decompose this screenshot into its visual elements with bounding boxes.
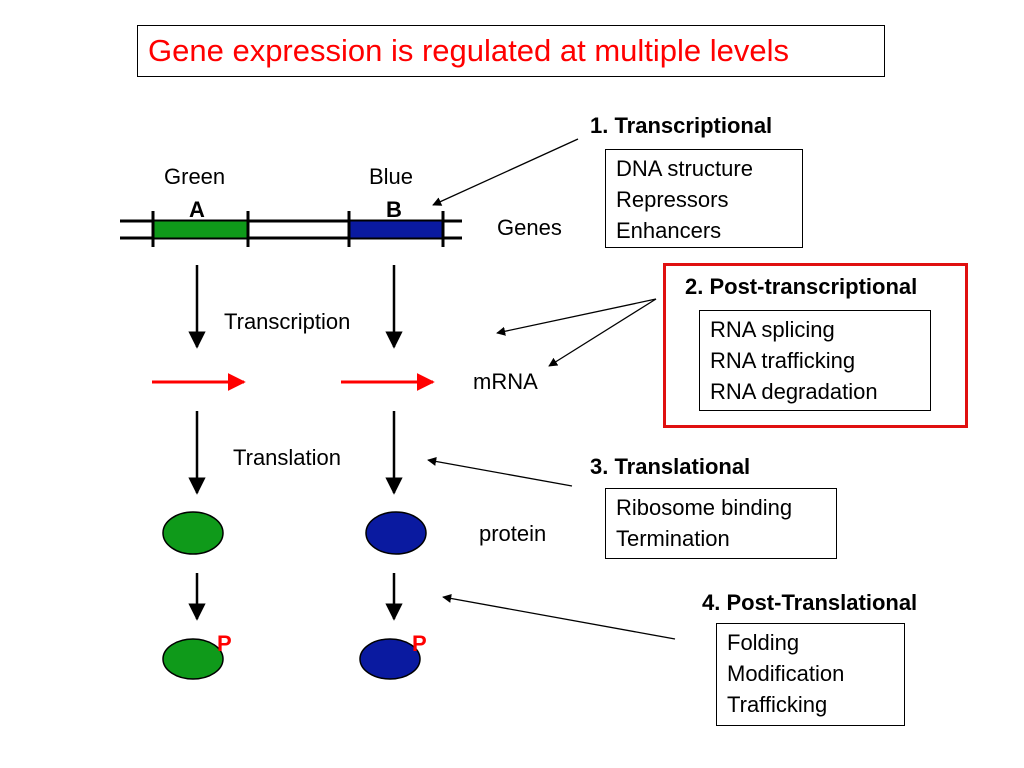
modified-protein-blue [359,638,421,680]
phosphate-mark-green: P [217,631,232,656]
genes-label: Genes [497,215,562,240]
level-translational-heading: 3. Translational [590,454,751,479]
level-transcriptional-box: DNA structure Repressors Enhancers [605,149,803,248]
protein-label: protein [479,521,547,546]
protein-green [162,511,224,555]
pointer-transcriptional [432,138,579,206]
level-post-transcriptional-box: RNA splicing RNA trafficking RNA degrada… [699,310,931,411]
gene-a-letter: A [189,197,205,222]
post-transcriptional-highlight-frame [663,263,968,428]
phosphate-mark-blue: P [412,631,427,656]
slide-title: Gene expression is regulated at multiple… [137,25,885,77]
list-item: Termination [616,526,730,551]
list-item: Folding [727,630,800,655]
list-item: Enhancers [616,218,722,243]
pointer-post-translational [442,593,676,640]
level-post-transcriptional-heading: 2. Post-transcriptional [685,274,918,299]
list-item: Trafficking [727,692,828,717]
gene-a-name: Green [164,164,226,189]
list-item: RNA splicing [710,317,835,342]
level-post-translational-heading: 4. Post-Translational [702,590,918,615]
gene-a-segment [152,220,249,239]
pointer-post-transcriptional-2 [548,298,657,367]
gene-b-segment [348,220,444,239]
level-translational-box: Ribosome binding Termination [605,488,837,559]
list-item: DNA structure [616,156,753,181]
list-item: RNA trafficking [710,348,856,373]
gene-b-name: Blue [369,164,414,189]
translation-label: Translation [233,445,342,470]
list-item: Ribosome binding [616,495,793,520]
protein-blue [365,511,427,555]
modified-protein-green [162,638,224,680]
list-item: RNA degradation [710,379,878,404]
pointer-translational [427,456,573,487]
list-item: Repressors [616,187,729,212]
level-transcriptional-heading: 1. Transcriptional [590,113,773,138]
pointer-post-transcriptional-1 [496,298,657,336]
mrna-label: mRNA [473,369,538,394]
list-item: Modification [727,661,845,686]
gene-b-letter: B [386,197,402,222]
level-post-translational-box: Folding Modification Trafficking [716,623,905,726]
transcription-label: Transcription [224,309,351,334]
